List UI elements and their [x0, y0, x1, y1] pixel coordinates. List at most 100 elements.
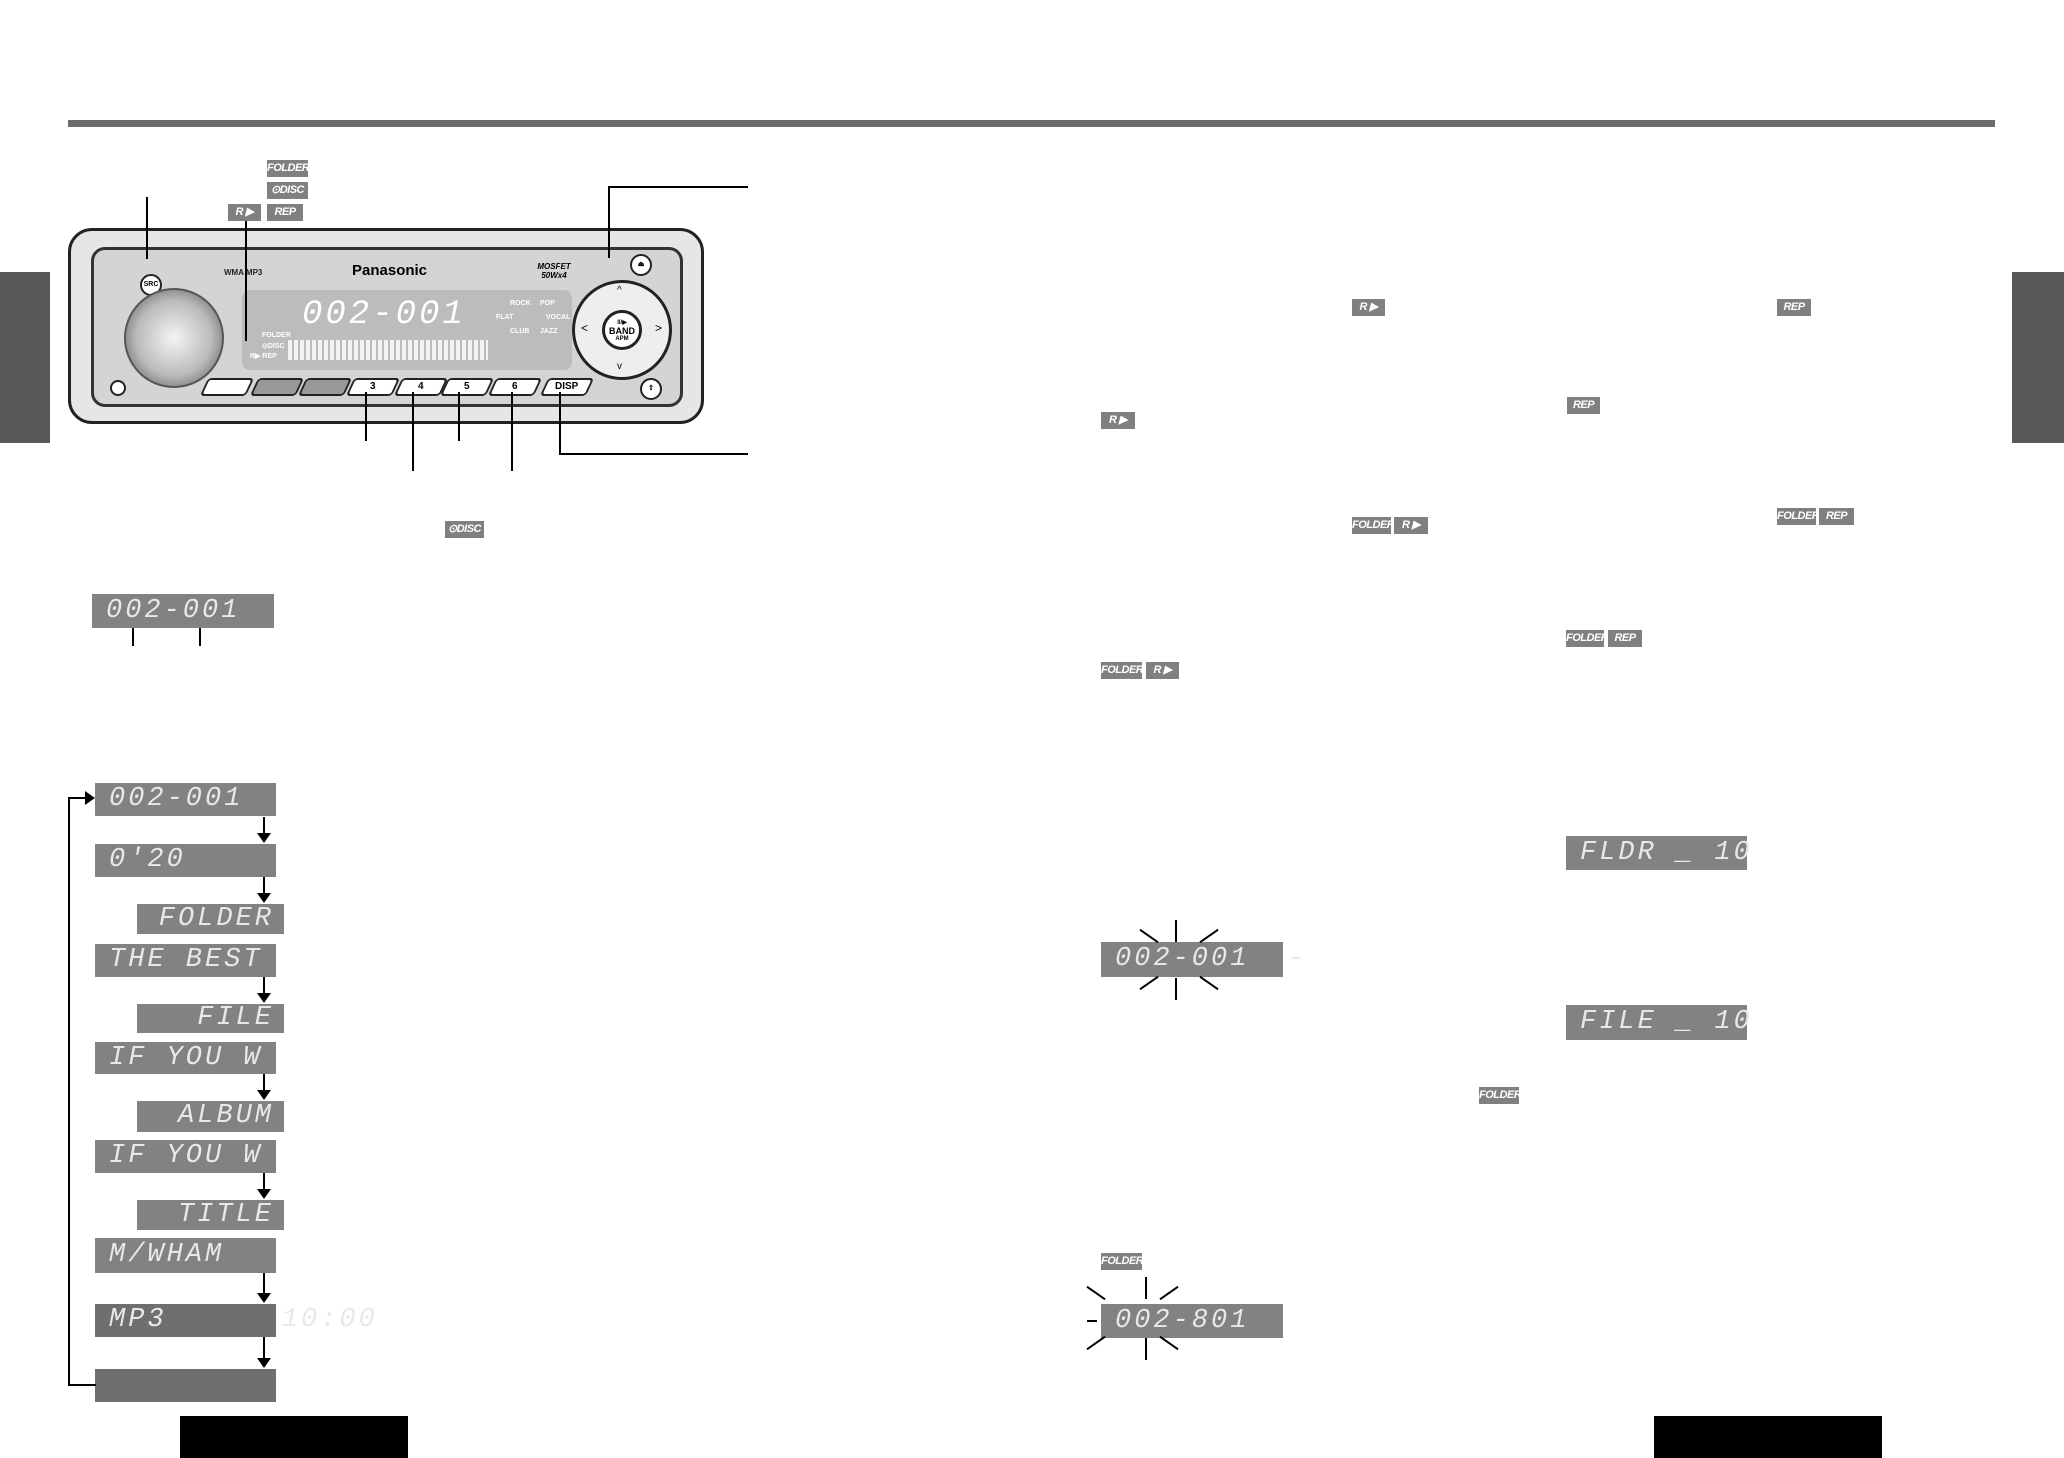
- band-button[interactable]: II/▶ BAND APM: [602, 310, 642, 350]
- callout-4: [412, 392, 414, 471]
- header-rule: [68, 120, 1995, 127]
- release-button[interactable]: ⇧: [640, 378, 662, 400]
- prev-icon[interactable]: <: [581, 321, 589, 335]
- random-indicator: R ▶: [228, 204, 261, 221]
- flow-arrow-line: [263, 1074, 265, 1091]
- callout-3: [365, 392, 367, 441]
- sequence-display: [95, 1369, 276, 1402]
- flow-arrow-line: [263, 877, 265, 894]
- sequence-display: 0'20: [95, 844, 276, 877]
- folder-indicator: FOLDER: [1101, 1253, 1144, 1270]
- flashing-display-1: 002-001 -: [1101, 942, 1304, 977]
- display-disc: ⊙DISC: [262, 343, 285, 350]
- device-display: 002-001 FOLDER ⊙DISC R▶ REP ROCK POP FLA…: [242, 290, 572, 370]
- sequence-display: IF YOU W: [95, 1140, 276, 1173]
- eq-flat: FLAT: [496, 314, 514, 321]
- folder-indicator: FOLDER: [1101, 662, 1144, 679]
- car-stereo-faceplate: SRC WMA MP3 Panasonic MOSFET 50Wx4 002-0…: [68, 228, 704, 424]
- flash-ray: [1175, 978, 1177, 1000]
- disc-indicator-inline: ⊙DISC: [445, 521, 484, 538]
- apm-label: APM: [615, 336, 629, 342]
- flash-ray: [1087, 1320, 1097, 1322]
- preset-3-button[interactable]: 3: [345, 378, 401, 396]
- eq-club: CLUB: [510, 328, 530, 335]
- sequence-display: FOLDER: [137, 904, 284, 934]
- preset-2-button[interactable]: [249, 378, 305, 396]
- next-icon[interactable]: >: [655, 321, 663, 335]
- sequence-display: MP3 10:00: [95, 1304, 375, 1337]
- down-icon[interactable]: v: [617, 361, 622, 372]
- eq-jazz: JAZZ: [540, 328, 558, 335]
- flow-arrow-line: [263, 1173, 265, 1190]
- preset-1-button[interactable]: [199, 378, 255, 396]
- brand-logo: Panasonic: [352, 262, 428, 279]
- flow-arrow-line: [263, 1337, 265, 1359]
- callout-5: [458, 392, 460, 441]
- volume-knob[interactable]: [124, 288, 224, 388]
- up-icon[interactable]: ^: [617, 285, 622, 296]
- page-footer-left: [180, 1416, 408, 1458]
- repeat-indicator: REP: [1567, 397, 1600, 414]
- arrow-down-icon: [257, 1090, 271, 1100]
- callout-disp-h: [559, 453, 748, 455]
- flash-ray: [1145, 1277, 1147, 1299]
- flash-ray: [1199, 975, 1219, 991]
- repeat-indicator: REP: [1819, 508, 1854, 525]
- arrow-down-icon: [257, 1358, 271, 1368]
- sequence-display: FILE: [137, 1004, 284, 1033]
- sequence-display: ALBUM: [137, 1101, 284, 1132]
- arrow-down-icon: [257, 1293, 271, 1303]
- eq-pop: POP: [540, 300, 555, 307]
- callout-dial-h: [608, 186, 748, 188]
- eq-vocal: VOCAL: [546, 314, 571, 321]
- callout-6: [511, 392, 513, 471]
- arrow-down-icon: [257, 833, 271, 843]
- flash-ray: [1199, 928, 1219, 944]
- file-count-display: FILE _ 10: [1566, 1005, 1750, 1040]
- preset-5-button[interactable]: 5: [439, 378, 495, 396]
- flow-arrow-line: [263, 977, 265, 994]
- flash-ray: [1086, 1285, 1106, 1301]
- reset-button[interactable]: [110, 380, 126, 396]
- callout-file-number: [199, 628, 201, 646]
- flash-ray: [1175, 920, 1177, 942]
- eject-button[interactable]: ⏏: [630, 254, 652, 276]
- callout-src: [146, 197, 148, 259]
- flow-arrow-line: [263, 817, 265, 834]
- callout-indicator: [245, 221, 247, 341]
- sequence-display: TITLE: [137, 1200, 284, 1230]
- loop-line-bottom: [68, 1384, 96, 1386]
- loop-line-top: [68, 797, 86, 799]
- callout-disp: [559, 392, 561, 454]
- folder-indicator: FOLDER: [1352, 517, 1395, 534]
- folder-indicator: FOLDER: [267, 160, 310, 177]
- arrow-down-icon: [257, 993, 271, 1003]
- side-tab-left: [0, 272, 50, 443]
- random-indicator: R ▶: [1352, 299, 1385, 316]
- sequence-display: 002-001: [95, 783, 276, 816]
- flash-ray: [1139, 975, 1159, 991]
- random-indicator: R ▶: [1146, 662, 1179, 679]
- folder-count-display: FLDR _ 10: [1566, 836, 1750, 870]
- flash-ray: [1159, 1335, 1179, 1351]
- disp-button[interactable]: DISP: [539, 378, 595, 396]
- folder-indicator: FOLDER: [1566, 630, 1609, 647]
- loop-line: [68, 797, 70, 1386]
- random-indicator: R ▶: [1101, 412, 1135, 429]
- display-folder: FOLDER: [262, 332, 291, 339]
- callout-dial: [608, 186, 610, 258]
- repeat-indicator: REP: [1777, 299, 1811, 316]
- eq-rock: ROCK: [510, 300, 531, 307]
- folder-indicator: FOLDER: [1479, 1087, 1522, 1104]
- preset-3-left-button[interactable]: [297, 378, 353, 396]
- callout-folder-number: [132, 628, 134, 646]
- folder-indicator: FOLDER: [1777, 508, 1820, 525]
- band-dial[interactable]: ^ v < > II/▶ BAND APM: [572, 280, 672, 380]
- page-footer-right: [1654, 1416, 1882, 1458]
- display-text: 002-001: [302, 296, 466, 334]
- power-logo: MOSFET 50Wx4: [537, 262, 571, 280]
- random-indicator: R ▶: [1394, 517, 1428, 534]
- repeat-indicator: REP: [1608, 630, 1642, 647]
- preset-6-button[interactable]: 6: [487, 378, 543, 396]
- repeat-indicator: REP: [267, 204, 303, 221]
